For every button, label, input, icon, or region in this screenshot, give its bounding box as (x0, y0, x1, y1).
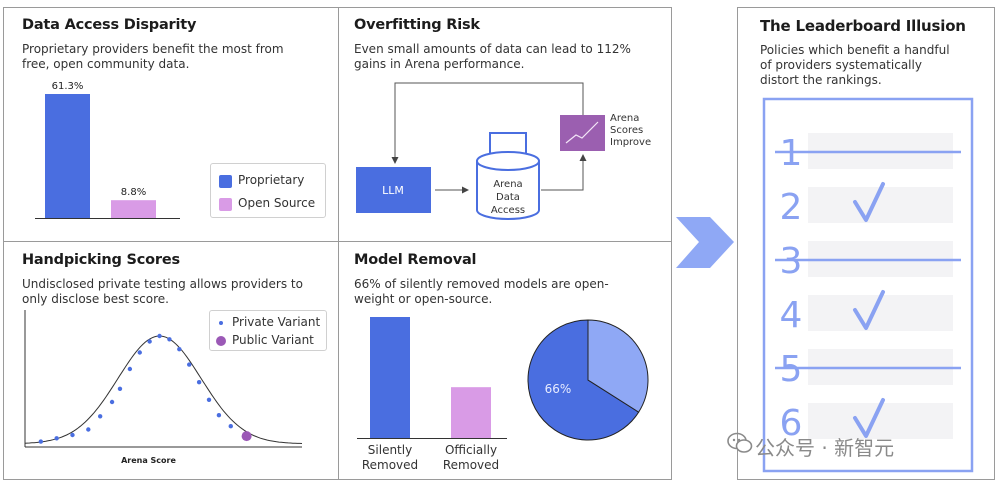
private-variant-point (228, 424, 233, 429)
private-variant-point (70, 432, 75, 438)
bar-value-label: 8.8% (121, 187, 146, 198)
bar-value-label: 61.3% (52, 81, 84, 92)
private-variant-point (117, 386, 123, 391)
data-access-desc-1: Proprietary providers benefit the most f… (22, 42, 284, 56)
feedback-loop-arrow (391, 82, 584, 164)
legend-swatch-proprietary (219, 175, 232, 188)
db-label-1: Arena (493, 179, 522, 190)
bar-proprietary (45, 94, 90, 218)
private-variant-point (109, 399, 115, 405)
handpicking-legend: Private Variant Public Variant (209, 310, 327, 351)
llm-box (356, 167, 431, 213)
private-variant-point (127, 366, 133, 372)
bar-category-label: Officially (445, 443, 497, 457)
legend-label-public: Public Variant (232, 333, 314, 347)
leaderboard-desc-3: distort the rankings. (760, 73, 882, 87)
overfitting-desc-2: gains in Arena performance. (354, 57, 525, 71)
rank-number: 1 (780, 133, 803, 174)
private-variant-point (206, 397, 212, 402)
llm-label: LLM (382, 184, 404, 197)
leaderboard-desc-2: of providers systematically (760, 58, 922, 72)
handpicking-title: Handpicking Scores (22, 252, 180, 268)
overfitting-diagram: LLM Arena Data Access Arena Scores Impro… (356, 82, 651, 220)
leaderboard-rank-list: 1 2 3 4 5 6 (762, 97, 974, 473)
rank-number: 3 (780, 241, 803, 282)
checkmark-icon (853, 290, 885, 330)
model-removal-desc-1: 66% of silently removed models are open- (354, 277, 609, 291)
bar-silently-removed (370, 317, 410, 438)
data-access-bar-chart: 61.3% 8.8% (35, 81, 180, 219)
private-variant-point (147, 339, 152, 344)
wechat-icon (727, 432, 753, 453)
db-label-3: Access (491, 205, 525, 216)
rank-number: 2 (780, 187, 803, 228)
bar-category-label: Removed (443, 458, 499, 472)
legend-label-private: Private Variant (232, 315, 321, 329)
legend-marker-public (216, 336, 226, 346)
handpicking-desc-2: only disclose best score. (22, 292, 169, 306)
model-removal-pie-chart: 66% (527, 319, 649, 441)
db-to-scores-arrow (541, 154, 587, 191)
legend-label-proprietary: Proprietary (238, 173, 305, 187)
leaderboard-frame (762, 97, 974, 473)
arena-database-icon (476, 132, 540, 220)
bar-category-label: Silently (368, 443, 412, 457)
rank-number: 4 (780, 295, 803, 336)
bar-open-source (111, 200, 156, 218)
checkmark-icon (853, 182, 885, 222)
model-removal-desc-2: weight or open-source. (354, 292, 493, 306)
private-variant-point (38, 439, 44, 444)
x-axis-label: Arena Score (121, 456, 176, 465)
scores-label-1: Arena (610, 113, 639, 124)
rank-number: 5 (780, 349, 803, 390)
pie-slice-34 (587, 319, 649, 413)
private-variant-point (216, 413, 222, 418)
bar-officially-removed (451, 387, 491, 438)
overfitting-title: Overfitting Risk (354, 17, 480, 33)
grid-divider-vertical (338, 7, 339, 480)
rank-number: 6 (780, 403, 803, 444)
private-variant-point (187, 362, 192, 367)
db-label-2: Data (496, 192, 520, 203)
legend-swatch-open-source (219, 198, 232, 211)
model-removal-title: Model Removal (354, 252, 477, 268)
private-variant-point (97, 414, 103, 419)
data-access-desc-2: free, open community data. (22, 57, 190, 71)
legend-label-open-source: Open Source (238, 196, 316, 210)
public-variant-point (241, 431, 252, 442)
watermark-text: 公众号 · 新智元 (755, 436, 895, 460)
overfitting-desc-1: Even small amounts of data can lead to 1… (354, 42, 631, 56)
handpicking-score-chart: Arena Score (24, 310, 303, 465)
handpicking-desc-1: Undisclosed private testing allows provi… (22, 277, 303, 291)
pie-label-66: 66% (545, 382, 572, 396)
bell-curve (24, 335, 303, 444)
grid-divider-horizontal (3, 241, 672, 242)
trend-line-icon (565, 121, 599, 144)
bar-category-label: Removed (362, 458, 418, 472)
pie-slice-66 (527, 319, 640, 441)
leaderboard-title: The Leaderboard Illusion (760, 17, 966, 35)
private-variant-point (167, 337, 172, 342)
leaderboard-desc-1: Policies which benefit a handful (760, 43, 950, 57)
private-variant-point (196, 380, 202, 385)
private-variant-point (137, 350, 142, 355)
private-variant-point (157, 333, 162, 339)
legend-marker-private (219, 321, 223, 325)
checkmark-icon (853, 398, 885, 438)
private-variant-point (177, 347, 182, 352)
private-variant-point (86, 427, 91, 432)
scores-label-3: Improve (610, 137, 651, 148)
data-access-legend: Proprietary Open Source (210, 163, 326, 218)
arena-scores-box (560, 115, 605, 151)
private-variant-point (54, 436, 59, 441)
right-chevron-arrow-icon (676, 217, 734, 268)
scores-label-2: Scores (610, 125, 643, 136)
data-access-title: Data Access Disparity (22, 17, 197, 33)
